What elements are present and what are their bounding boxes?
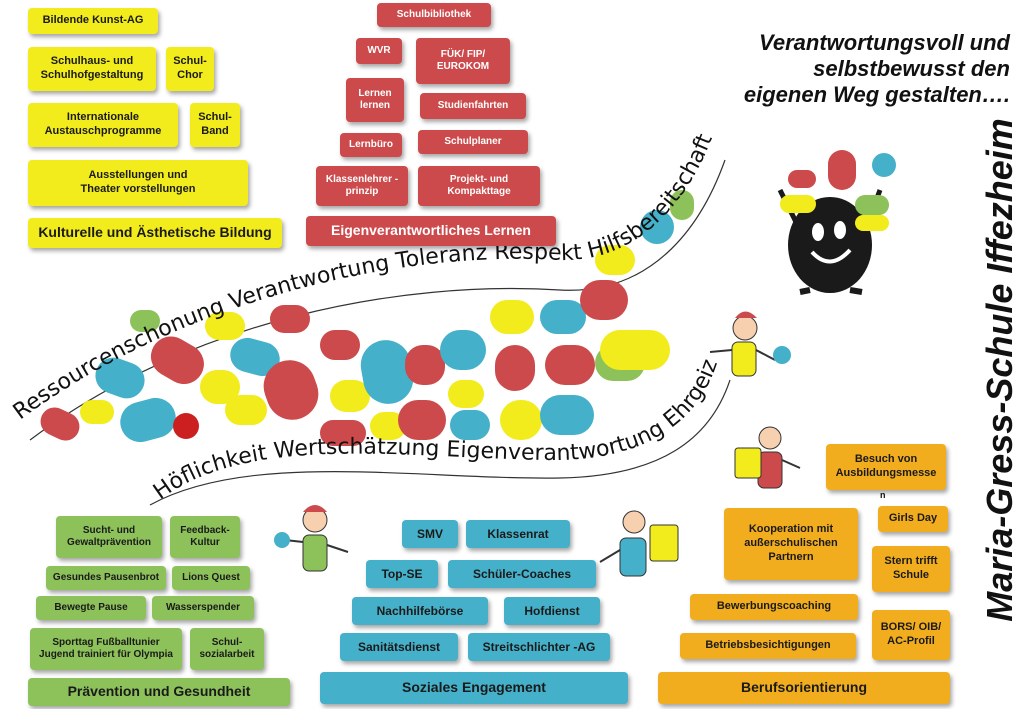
beruf-item-kooperation: Kooperation mit außerschulischen Partner…: [724, 508, 858, 580]
capsule: [150, 336, 204, 384]
lernen-item-lernbuero: Lernbüro: [340, 133, 402, 157]
capsule: [370, 412, 406, 440]
capsule: [540, 395, 594, 435]
capsule: [40, 407, 80, 441]
lernen-item-schulbibliothek: Schulbibliothek: [377, 3, 491, 27]
lernen-item-klassenlehrer: Klassenlehrer - prinzip: [316, 166, 408, 206]
kultur-item-band: Schul- Band: [190, 103, 240, 147]
capsule: [450, 410, 490, 440]
praevention-item-sucht: Sucht- und Gewaltprävention: [56, 516, 162, 558]
capsule: [270, 305, 310, 333]
capsule: [670, 190, 694, 220]
praevention-item-wasserspender: Wasserspender: [152, 596, 254, 620]
capsule: [320, 330, 360, 360]
capsule: [500, 400, 542, 440]
capsule: [263, 360, 319, 420]
slogan: Verantwortungsvoll und selbstbewusst den…: [744, 30, 1010, 108]
lernen-item-schulplaner: Schulplaner: [418, 130, 528, 154]
capsule: [600, 330, 670, 370]
capsule: [545, 345, 595, 385]
capsule: [595, 245, 635, 275]
beruf-category-title: Berufsorientierung: [658, 672, 950, 704]
capsule: [495, 345, 535, 391]
slogan-line: selbstbewusst den: [813, 56, 1010, 81]
sozial-item-nachhilfeboerse: Nachhilfebörse: [352, 597, 488, 625]
capsule: [640, 210, 674, 244]
juggler-mascot-icon: [777, 150, 896, 295]
sozial-category-title: Soziales Engagement: [320, 672, 628, 704]
praevention-item-schulsozialarbeit: Schul- sozialarbeit: [190, 628, 264, 670]
lernen-item-fuek: FÜK/ FIP/ EUROKOM: [416, 38, 510, 84]
capsule: [173, 413, 199, 439]
capsule: [405, 345, 445, 385]
slogan-line: Verantwortungsvoll und: [759, 30, 1010, 55]
sozial-item-smv: SMV: [402, 520, 458, 548]
child-figure-icon: [599, 510, 679, 577]
capsule: [205, 312, 245, 340]
capsule: [95, 357, 145, 399]
sozial-item-schueler-coaches: Schüler-Coaches: [448, 560, 596, 588]
school-name: Maria-Gress-Schule Iffezheim: [979, 118, 1020, 622]
praevention-item-pausenbrot: Gesundes Pausenbrot: [46, 566, 166, 590]
praevention-item-lions-quest: Lions Quest: [172, 566, 250, 590]
sozial-item-sanitaetsdienst: Sanitätsdienst: [340, 633, 458, 661]
capsule: [398, 400, 446, 440]
lernen-item-lernen-lernen: Lernen lernen: [346, 78, 404, 122]
child-figure-icon: [274, 505, 349, 572]
stray-letter: n: [880, 490, 886, 500]
kultur-item-schulhaus: Schulhaus- und Schulhofgestaltung: [28, 47, 156, 91]
capsule: [230, 337, 280, 377]
capsule: [130, 310, 160, 332]
lernen-item-studienfahrten: Studienfahrten: [420, 93, 526, 119]
lernen-item-wvr: WVR: [356, 38, 402, 64]
kultur-item-chor: Schul- Chor: [166, 47, 214, 91]
capsule: [540, 300, 586, 334]
beruf-item-betriebsbesichtigungen: Betriebsbesichtigungen: [680, 633, 856, 659]
praevention-item-bewegte-pause: Bewegte Pause: [36, 596, 146, 620]
capsule: [225, 395, 267, 425]
capsule: [360, 340, 414, 404]
capsule: [448, 380, 484, 408]
beruf-item-bewerbungscoaching: Bewerbungscoaching: [690, 594, 858, 620]
praevention-item-feedback: Feedback- Kultur: [170, 516, 240, 558]
sozial-item-top-se: Top-SE: [366, 560, 438, 588]
child-figure-icon: [734, 426, 801, 489]
capsule: [490, 300, 534, 334]
lernen-category-title: Eigenverantwortliches Lernen: [306, 216, 556, 246]
child-figure-icon: [709, 311, 791, 377]
beruf-item-ausbildungsmesse: Besuch von Ausbildungsmesse: [826, 444, 946, 490]
kultur-item-ausstellungen: Ausstellungen und Theater vorstellungen: [28, 160, 248, 206]
capsule: [200, 370, 240, 404]
kultur-item-austausch: Internationale Austauschprogramme: [28, 103, 178, 147]
capsule: [80, 400, 114, 424]
capsule: [320, 420, 366, 446]
slogan-line: eigenen Weg gestalten….: [743, 82, 1010, 107]
capsule: [440, 330, 486, 370]
capsule: [120, 397, 176, 443]
praevention-item-sporttag: Sporttag Fußballtunier Jugend trainiert …: [30, 628, 182, 670]
kultur-category-title: Kulturelle und Ästhetische Bildung: [28, 218, 282, 248]
beruf-item-bors: BORS/ OIB/ AC-Profil: [872, 610, 950, 660]
sozial-item-hofdienst: Hofdienst: [504, 597, 600, 625]
beruf-item-stern-trifft-schule: Stern trifft Schule: [872, 546, 950, 592]
sozial-item-streitschlichter: Streitschlichter -AG: [468, 633, 610, 661]
lernen-item-projekt: Projekt- und Kompakttage: [418, 166, 540, 206]
beruf-item-girls-day: Girls Day: [878, 506, 948, 532]
sozial-item-klassenrat: Klassenrat: [466, 520, 570, 548]
capsule: [580, 280, 628, 320]
capsule: [330, 380, 370, 412]
kultur-item-kunst-ag: Bildende Kunst-AG: [28, 8, 158, 34]
capsule-cluster: [40, 190, 694, 446]
praevention-category-title: Prävention und Gesundheit: [28, 678, 290, 706]
